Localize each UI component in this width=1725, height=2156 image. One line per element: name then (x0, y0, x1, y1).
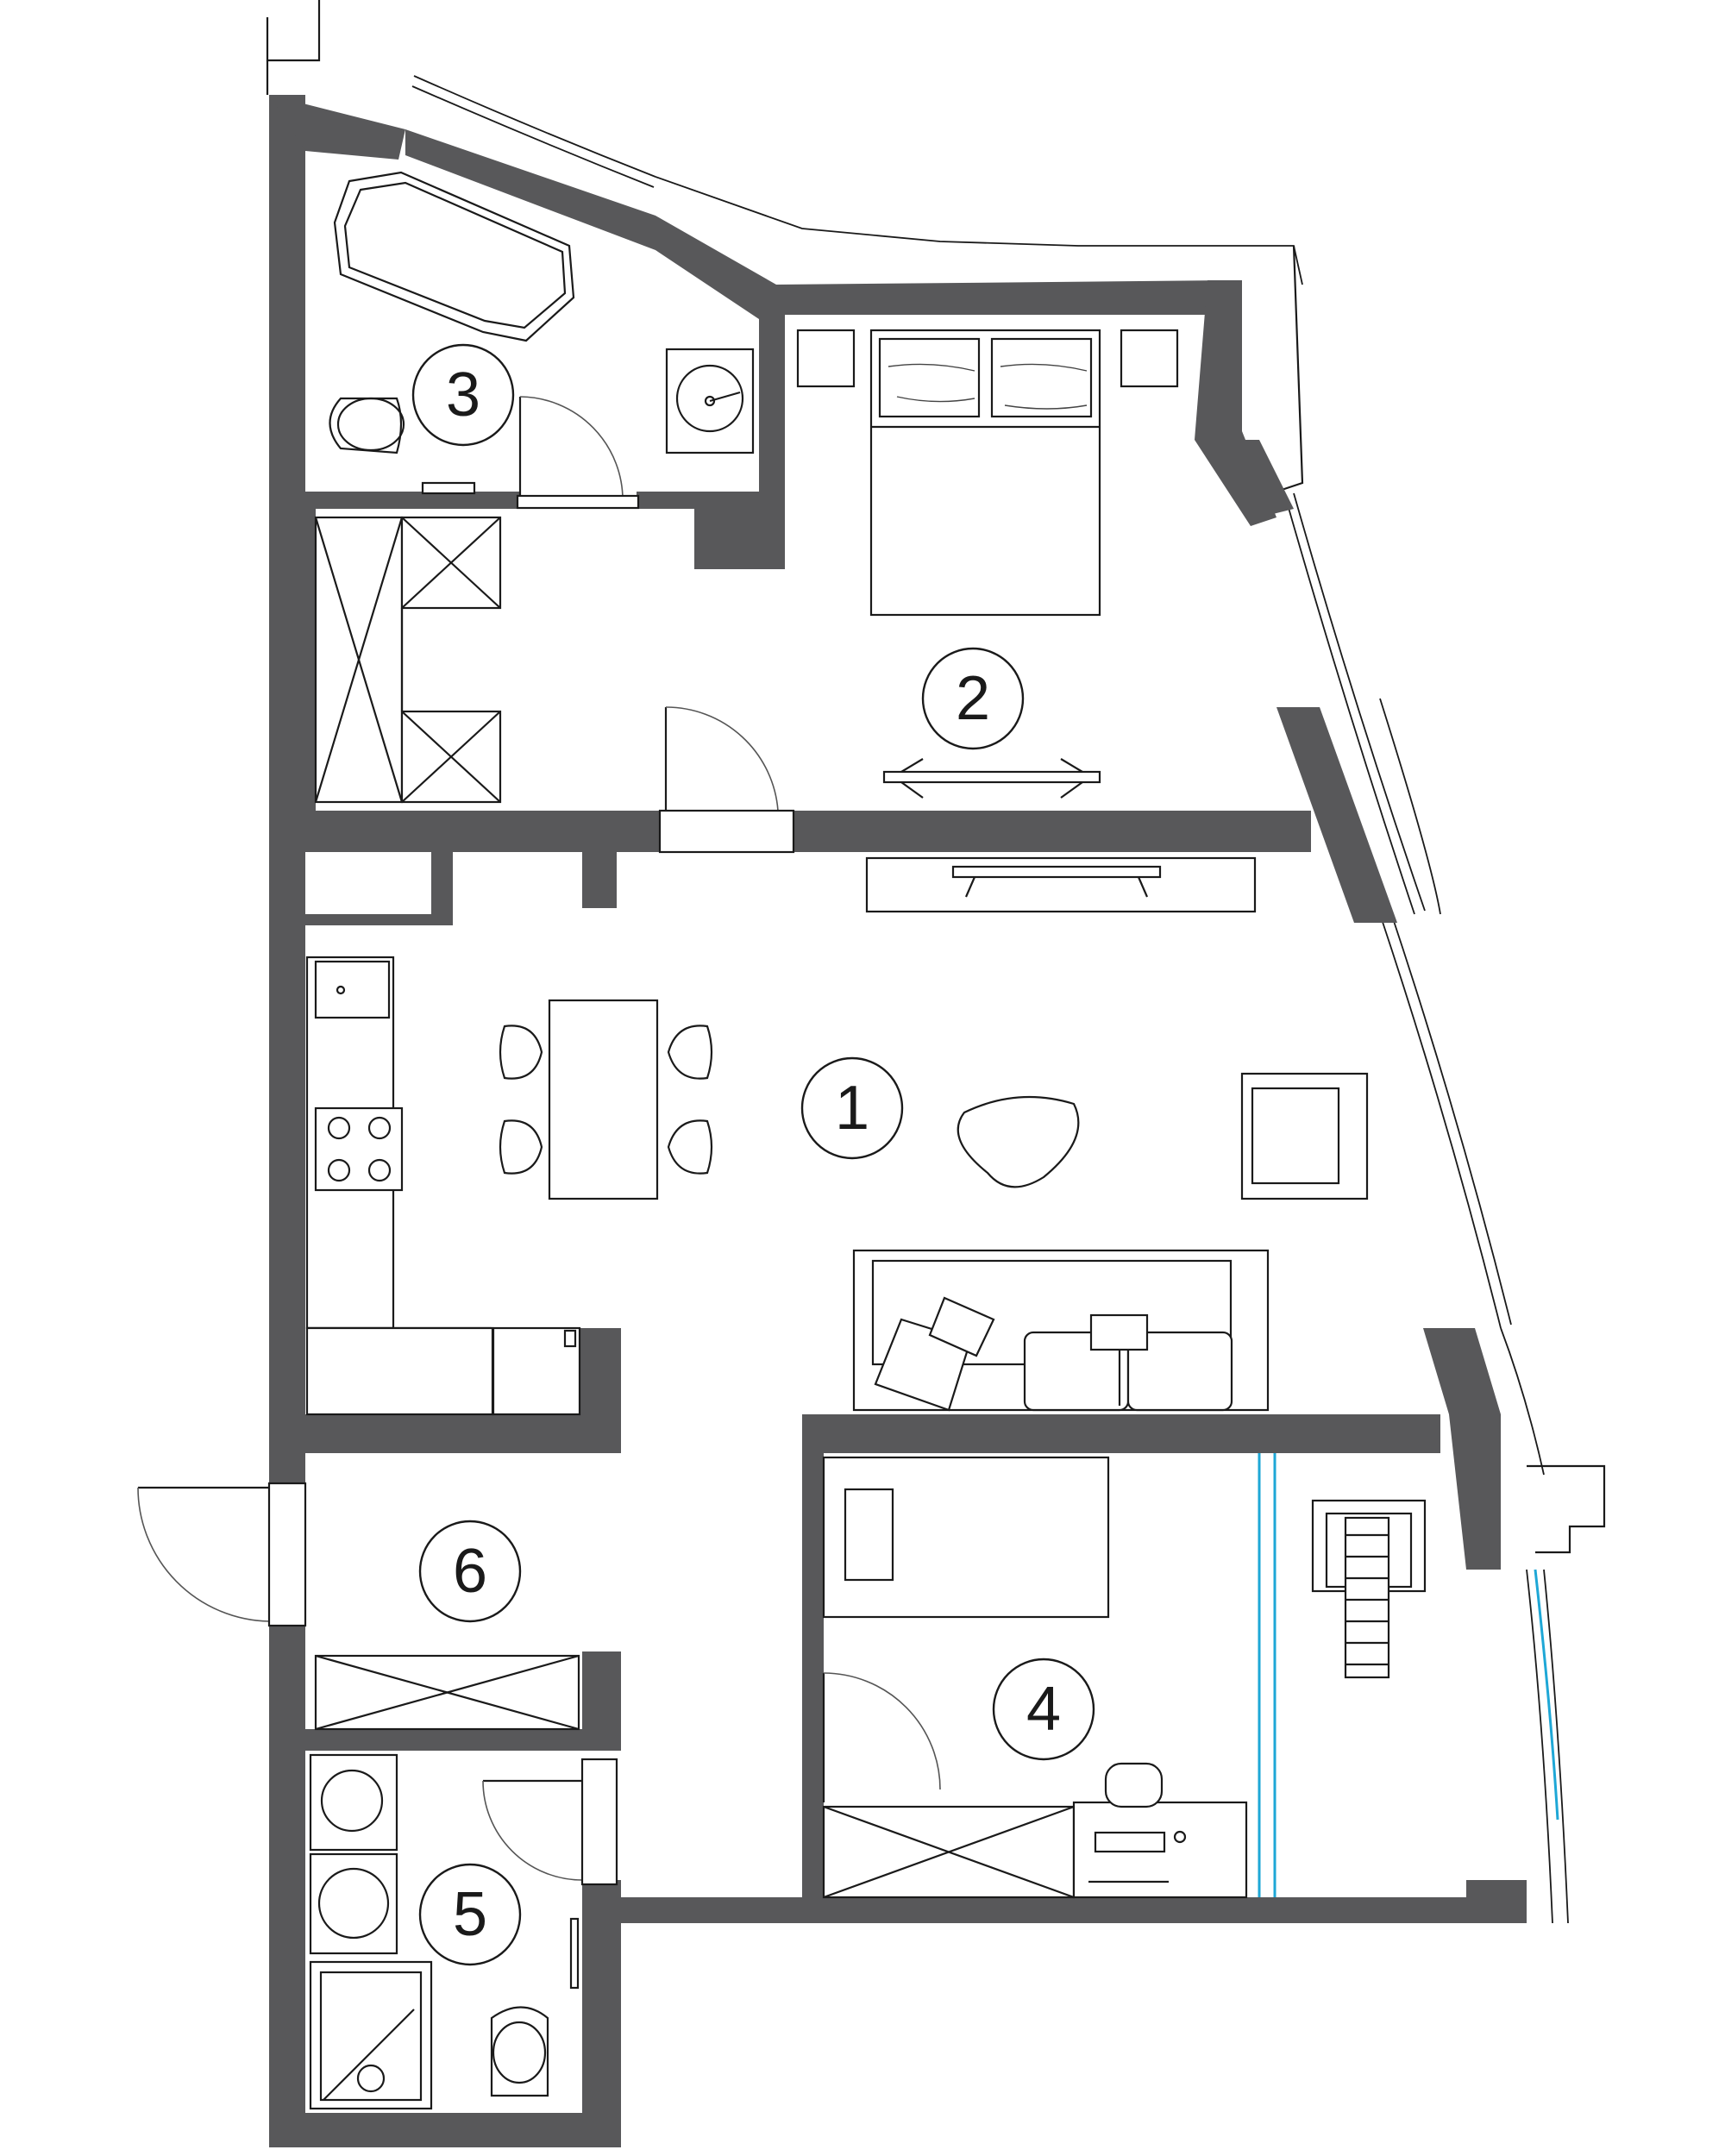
bathroom-toilet (329, 397, 403, 454)
desk-chair (1104, 1762, 1164, 1808)
dining-chair (499, 1025, 543, 1080)
bathtub (333, 171, 575, 342)
room-number-1: 1 (835, 1074, 869, 1143)
coffee-table (957, 1095, 1080, 1188)
tv-bench (951, 865, 1162, 879)
single-bed-pillow (844, 1488, 894, 1582)
dining-chair (667, 1119, 713, 1175)
bedroom (314, 329, 1179, 854)
kitchen-sink (314, 960, 391, 1019)
room-marker-2: 2 (921, 647, 1025, 750)
living-room (305, 856, 1369, 1416)
room-number-5: 5 (453, 1880, 487, 1949)
ladder (1344, 1516, 1390, 1679)
room-marker-4: 4 (992, 1658, 1095, 1761)
pillow-left (878, 337, 981, 418)
armchair (1240, 1072, 1369, 1200)
fridge (492, 1326, 581, 1416)
dining-chair (667, 1025, 713, 1080)
sofa-pillow (928, 1296, 995, 1357)
dining-chair (499, 1119, 543, 1175)
bedroom-bench (882, 770, 1101, 784)
walls (269, 95, 1527, 2147)
room-marker-5: 5 (418, 1863, 522, 1966)
door-handle (569, 1917, 580, 1990)
towel-rail (421, 481, 476, 495)
hall (137, 1482, 580, 1731)
nightstand-left (796, 329, 856, 388)
room-number-4: 4 (1026, 1675, 1061, 1744)
entrance-door-swing (137, 1487, 270, 1622)
kitchen-island (305, 1326, 494, 1416)
room-marker-3: 3 (411, 343, 515, 447)
pillow-right (990, 337, 1093, 418)
cooktop (314, 1106, 404, 1192)
room-number-3: 3 (446, 360, 480, 429)
washing-machine (309, 1852, 398, 1955)
room-marker-6: 6 (418, 1520, 522, 1623)
room-number-6: 6 (453, 1537, 487, 1606)
sofa-side-pillow (1089, 1313, 1149, 1351)
study (822, 1453, 1427, 1899)
shower-room-sink (309, 1753, 398, 1852)
shower-room (309, 1753, 618, 2110)
room-number-2: 2 (956, 664, 990, 733)
bathroom (329, 171, 755, 510)
shower-room-toilet (490, 2006, 549, 2097)
desk (1072, 1801, 1248, 1899)
exterior-details (266, 0, 1606, 1924)
dining-table (548, 999, 659, 1200)
nightstand-right (1120, 329, 1179, 388)
shower-tray (309, 1960, 433, 2110)
room-marker-1: 1 (800, 1056, 904, 1160)
room-markers: 1 2 3 4 5 6 (411, 343, 1095, 1966)
